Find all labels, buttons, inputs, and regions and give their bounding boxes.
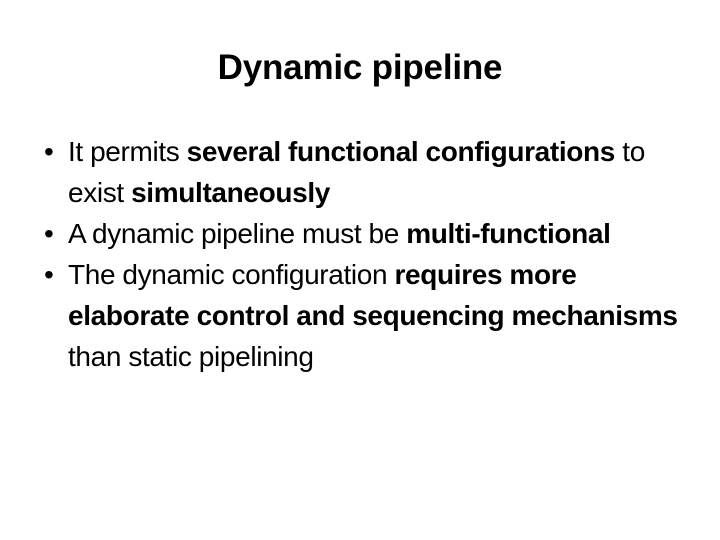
bullet-icon: • — [44, 259, 54, 290]
page-title: Dynamic pipeline — [217, 48, 503, 87]
text-run: than static pipelining — [68, 341, 314, 372]
list-item-text: It permits several functional configurat… — [68, 131, 704, 213]
text-run: to exist — [68, 136, 645, 208]
list-item: • The dynamic configuration requires mor… — [36, 254, 704, 377]
text-run-bold: requires more elaborate control and sequ… — [68, 259, 678, 331]
list-item-text: The dynamic configuration requires more … — [68, 254, 704, 377]
list-item-text: A dynamic pipeline must be multi-functio… — [68, 213, 704, 254]
text-run: It permits — [68, 136, 187, 167]
list-item: • It permits several functional configur… — [36, 131, 704, 213]
text-run-bold: several functional configurations — [186, 136, 616, 167]
bullet-icon: • — [44, 136, 54, 167]
bullet-icon: • — [44, 218, 54, 249]
text-run-bold: multi-functional — [406, 218, 611, 249]
text-run-bold: simultaneously — [131, 177, 330, 208]
bullet-list: • It permits several functional configur… — [36, 131, 704, 377]
list-item: • A dynamic pipeline must be multi-funct… — [36, 213, 704, 254]
text-run: The dynamic configuration — [68, 259, 395, 290]
text-run: A dynamic pipeline must be — [68, 218, 407, 249]
